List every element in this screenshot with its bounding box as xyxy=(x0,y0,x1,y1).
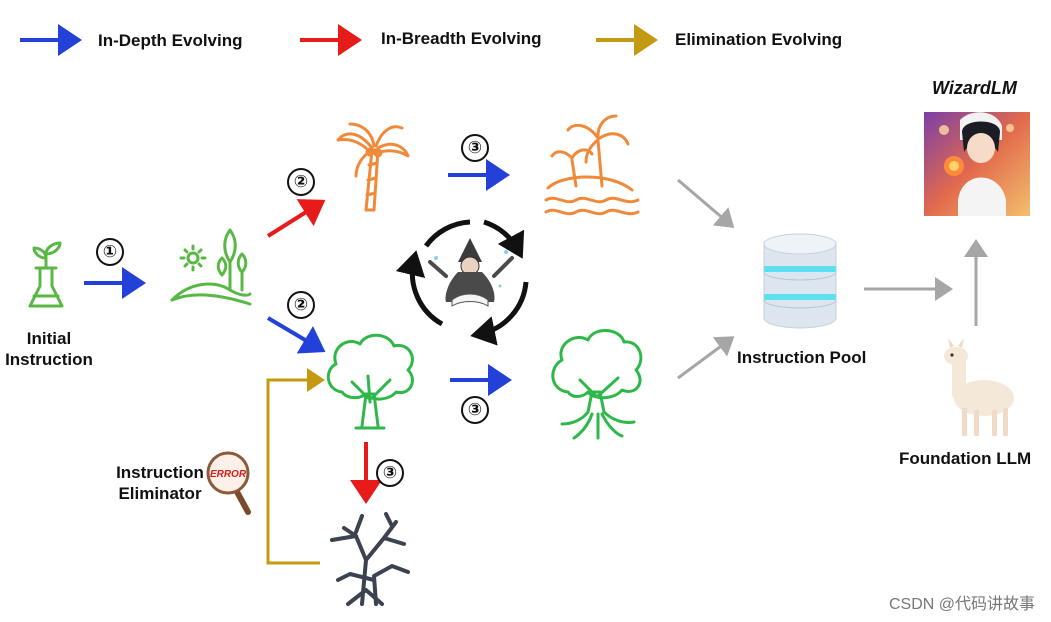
watermark: CSDN @代码讲故事 xyxy=(888,596,1035,613)
instruction-pool-label: Instruction Pool xyxy=(737,348,867,367)
instruction-eliminator-label: Instruction Eliminator xyxy=(108,462,212,504)
legend-elimination-label: Elimination Evolving xyxy=(675,30,843,49)
palm-tree-icon xyxy=(336,122,410,212)
initial-label-line1: Initial xyxy=(26,329,72,348)
legend-in-breadth-label: In-Breadth Evolving xyxy=(381,29,542,48)
step-marker-2-breadth: ② xyxy=(287,168,315,196)
hill-plants-icon xyxy=(170,228,252,306)
eliminator-label-line2: Eliminator xyxy=(118,484,202,503)
elimination-path-arrow xyxy=(266,368,325,565)
foundation-llm-label: Foundation LLM xyxy=(899,449,1032,468)
step-marker-3-top: ③ xyxy=(461,134,489,162)
dead-tree-icon xyxy=(330,512,410,606)
step-marker-2-depth: ② xyxy=(287,291,315,319)
step2-depth-arrow xyxy=(266,316,326,354)
initial-instruction-label: Initial Instruction xyxy=(2,328,96,370)
magnifier-icon: ERROR xyxy=(206,451,251,515)
step-marker-3-down: ③ xyxy=(376,459,404,487)
database-icon xyxy=(763,233,837,329)
eliminator-label-line1: Instruction xyxy=(116,463,204,482)
gray-arrow-island-to-pool xyxy=(677,178,735,228)
flask-sprout-icon xyxy=(28,241,64,308)
island-icon xyxy=(544,114,640,216)
step2-breadth-arrow xyxy=(266,199,326,238)
initial-label-line2: Instruction xyxy=(5,350,93,369)
step-marker-3-middle: ③ xyxy=(461,396,489,424)
wizard-cycle-icon xyxy=(395,219,529,346)
legend-in-depth-label: In-Depth Evolving xyxy=(98,31,243,50)
rooted-tree-icon xyxy=(551,329,643,440)
step-marker-1: ① xyxy=(96,238,124,266)
wizardlm-title: WizardLM xyxy=(932,78,1017,98)
gray-arrow-tree-to-pool xyxy=(677,336,735,380)
eliminator-stamp: ERROR xyxy=(210,469,247,480)
llama-icon xyxy=(944,338,1014,436)
tree-icon xyxy=(326,333,414,430)
wizard-portrait-icon xyxy=(924,112,1030,216)
